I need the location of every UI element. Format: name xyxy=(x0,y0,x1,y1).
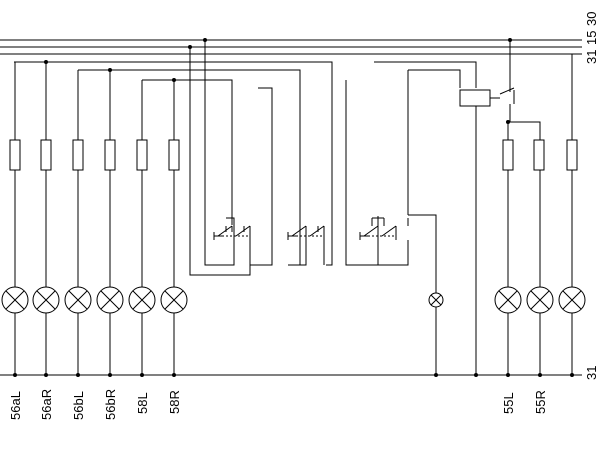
lamp-aux xyxy=(558,286,586,314)
fuse-55r xyxy=(533,139,545,171)
relay-circuit xyxy=(374,40,573,375)
relay-output xyxy=(507,54,573,140)
feed-15 xyxy=(189,47,251,276)
bottom-bus: 31 xyxy=(0,366,599,380)
lamp-label-group: 56aL 56aR 56bL 56bR 58L 58R 55L 55R xyxy=(8,389,548,420)
junctions xyxy=(13,38,574,377)
bus-label-15: 15 xyxy=(584,31,599,45)
lamp-56bl xyxy=(64,286,92,314)
feed-aux xyxy=(250,87,273,266)
lamps xyxy=(1,286,586,314)
right-wires xyxy=(435,170,573,375)
switch-2 xyxy=(287,225,325,266)
fuse-55l xyxy=(502,139,514,171)
fuse-56ar xyxy=(40,139,52,171)
fuse-aux xyxy=(566,139,578,171)
lamp-label-55r: 55R xyxy=(533,390,548,414)
top-bus: 31 15 30 xyxy=(0,12,599,64)
feed-56a xyxy=(14,61,333,266)
lamp-56br xyxy=(96,286,124,314)
bus-label-31-top: 31 xyxy=(584,50,599,64)
switch-2-contacts xyxy=(287,225,325,240)
relay-coil xyxy=(459,89,491,107)
lamp-label-56br: 56bR xyxy=(103,389,118,420)
lamp-58l xyxy=(128,286,156,314)
fuse-58l xyxy=(136,139,148,171)
lamp-indicator xyxy=(428,292,444,308)
lamp-label-58l: 58L xyxy=(135,392,150,414)
feed-58 xyxy=(142,79,233,225)
fuse-56al xyxy=(9,139,21,171)
fuse-56br xyxy=(104,139,116,171)
fuse-56bl xyxy=(72,139,84,171)
lamp-55r xyxy=(526,286,554,314)
left-circuits xyxy=(14,40,333,375)
bus-label-30: 30 xyxy=(584,12,599,26)
switch-3-wires xyxy=(345,80,437,293)
fuses xyxy=(9,139,578,171)
lamp-55l xyxy=(494,286,522,314)
switch-2-wires xyxy=(288,240,325,266)
feed-30 xyxy=(204,40,235,266)
lamp-label-58r: 58R xyxy=(167,390,182,414)
switch-1 xyxy=(213,217,251,240)
lamp-58r xyxy=(160,286,188,314)
bus-label-31-bottom: 31 xyxy=(584,366,599,380)
fuse-58r xyxy=(168,139,180,171)
wire-56al xyxy=(14,61,16,375)
lamp-label-56bl: 56bL xyxy=(71,391,86,420)
lamp-label-56ar: 56aR xyxy=(39,389,54,420)
relay-feed xyxy=(374,61,477,375)
switch-3 xyxy=(345,80,437,293)
relay-contact xyxy=(490,40,515,122)
lamp-56ar xyxy=(32,286,60,314)
lamp-label-56al: 56aL xyxy=(8,391,23,420)
lamp-56al xyxy=(1,286,29,314)
lamp-label-55l: 55L xyxy=(501,392,516,414)
